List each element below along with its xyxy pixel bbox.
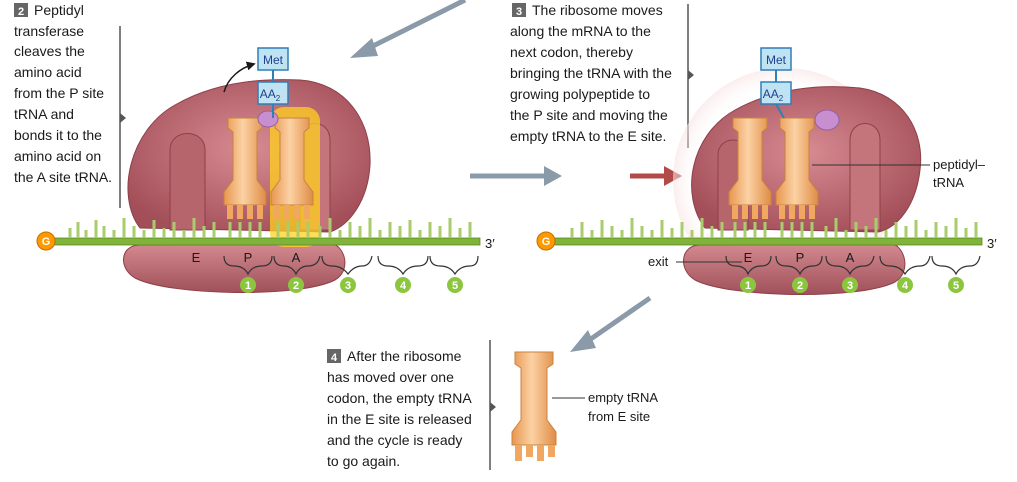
met-box (760, 47, 792, 71)
caption-text: Peptidyl transferase cleaves the amino a… (14, 2, 112, 185)
aa2-label: AA2 (260, 87, 281, 103)
svg-text:1: 1 (745, 280, 751, 292)
small-subunit (123, 242, 346, 294)
cap-g-circle (536, 231, 556, 251)
svg-text:3: 3 (345, 280, 351, 292)
three-prime-label: 3′ (987, 236, 997, 251)
step-number-badge (512, 3, 526, 17)
trna-p-site-right (775, 117, 819, 219)
svg-text:3: 3 (847, 280, 853, 292)
aa2-box (257, 81, 289, 105)
codon-bases (570, 218, 978, 238)
peptidyl-trna-label: peptidyl– tRNA (933, 157, 989, 190)
amino-acid-blob (814, 109, 840, 131)
codon-braces (223, 255, 479, 276)
svg-text:5: 5 (452, 280, 458, 292)
arrow-from-step1 (350, 0, 467, 58)
trna-a-site-left (270, 117, 314, 219)
site-e-label: E (192, 250, 201, 265)
empty-trna-label: empty tRNA from E site (588, 390, 661, 424)
step-number-badge (327, 349, 341, 363)
exit-label: exit (648, 254, 669, 269)
svg-text:5: 5 (953, 280, 959, 292)
svg-text:2: 2 (797, 280, 803, 292)
site-p-label: P (244, 250, 253, 265)
caption-text: After the ribosome has moved over one co… (327, 348, 476, 469)
svg-text:4: 4 (902, 280, 909, 292)
site-a-label: A (292, 250, 301, 265)
arrow-step2-to-step3 (470, 166, 562, 186)
polypeptide-left: Met AA2 (223, 47, 289, 118)
empty-trna-callout: empty tRNA from E site (552, 390, 661, 424)
step-number: 4 (331, 352, 338, 364)
transfer-arrow (223, 61, 256, 93)
amino-acid-blob (257, 110, 279, 128)
codon-braces (725, 255, 981, 276)
trna-e-site-right (728, 117, 772, 219)
arrow-step3-to-step4 (570, 295, 652, 352)
cap-g-label: G (42, 236, 51, 248)
step-3-caption: 3 The ribosome moves along the mRNA to t… (510, 2, 694, 148)
peptidyl-trna-callout: peptidyl– tRNA (812, 157, 989, 190)
polypeptide-right: Met AA2 (760, 47, 792, 119)
site-p-label: P (796, 250, 805, 265)
codon-numbers: 1 2 3 4 5 (740, 277, 964, 293)
trna-p-site-left (223, 117, 267, 219)
step-2-caption: 2 Peptidyl transferase cleaves the amino… (14, 2, 126, 208)
flow-arrows (350, 0, 682, 352)
codon-numbers: 1 2 3 4 5 (240, 277, 463, 293)
mrna-left: G 3′ (36, 218, 495, 251)
svg-text:1: 1 (245, 280, 251, 292)
svg-text:2: 2 (293, 280, 299, 292)
codon-bases (68, 218, 472, 238)
met-label: Met (766, 53, 787, 67)
met-box (257, 47, 289, 71)
step-4-caption: 4 After the ribosome has moved over one … (327, 340, 496, 470)
met-label: Met (263, 53, 284, 67)
cap-g-label: G (542, 236, 551, 248)
step-number: 3 (516, 6, 522, 18)
aa2-label: AA2 (763, 87, 784, 103)
svg-text:4: 4 (400, 280, 407, 292)
site-labels-left: E P A 1 2 3 4 5 (192, 250, 479, 293)
mrna-right: G 3′ (536, 218, 997, 251)
site-a-label: A (846, 250, 855, 265)
three-prime-label: 3′ (485, 236, 495, 251)
site-labels-right: exit E P A 1 2 3 4 5 (648, 250, 981, 293)
step-number-badge (14, 3, 28, 17)
caption-text: The ribosome moves along the mRNA to the… (510, 2, 676, 144)
ribosome-movement-arrow (630, 166, 682, 186)
aa2-box (760, 81, 792, 105)
site-e-label: E (744, 250, 753, 265)
step-number: 2 (18, 6, 24, 18)
cap-g-circle (36, 231, 56, 251)
released-trna (511, 351, 557, 461)
